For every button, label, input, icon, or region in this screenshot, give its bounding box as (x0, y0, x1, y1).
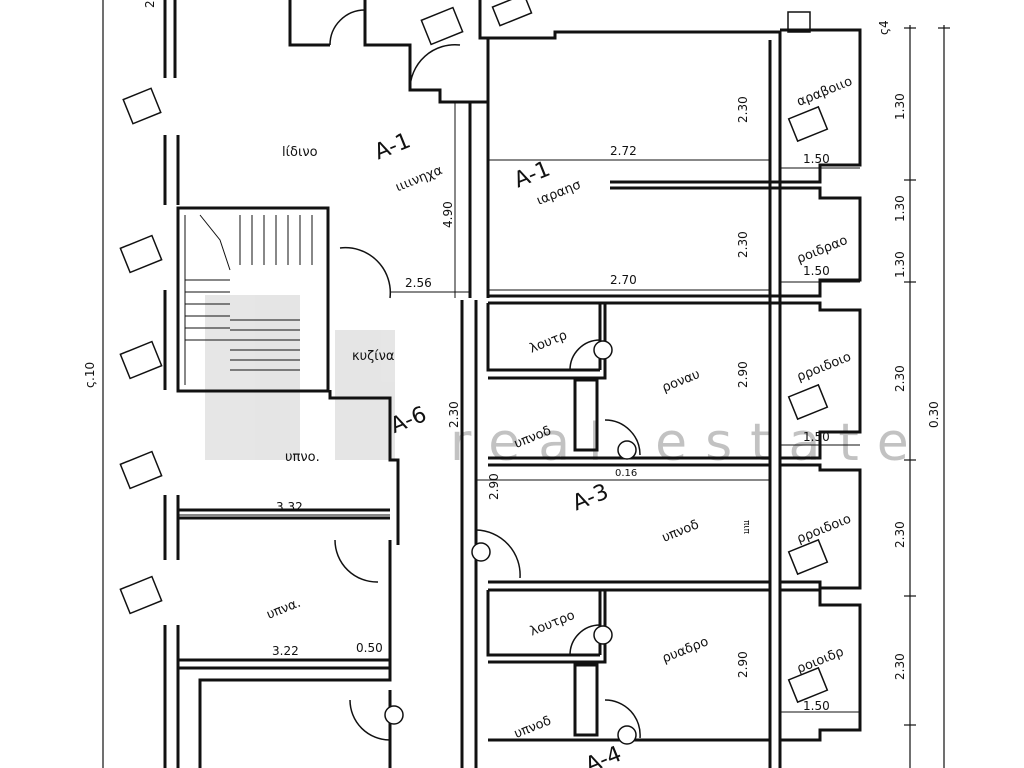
dim-150b: 1.50 (803, 264, 830, 278)
room-name-ypna: υπνα. (265, 596, 303, 623)
room-name-balcony1: αραβοιιο (795, 74, 855, 110)
dim-490: 4.90 (441, 201, 455, 228)
column-block (787, 11, 811, 33)
dim-270: 2.70 (610, 273, 637, 287)
room-name-ypnos-left: υπνο. (285, 450, 320, 465)
dim-150a: 1.50 (803, 152, 830, 166)
room-name-bath: λουτρο (528, 608, 577, 640)
right-dim-lines (904, 25, 950, 768)
dim-rc4: ς4 (877, 20, 891, 35)
room-code-a1-left: A-1 (371, 128, 414, 165)
dim-256: 2.56 (405, 276, 432, 290)
dim-150c: 1.50 (803, 430, 830, 444)
room-code-a1-right: A-1 (511, 157, 554, 194)
walls (163, 0, 862, 768)
dim-290a: 2.90 (736, 361, 750, 388)
radiator-icons (119, 0, 829, 704)
dim-r030: 0.30 (927, 401, 941, 428)
dim-230b: 2.30 (736, 231, 750, 258)
drain-icons (384, 340, 637, 745)
dim-322: 3.22 (272, 644, 299, 658)
room-name-bedroom5: υπνοδ (512, 713, 553, 741)
room-name-pillar: πιπ (741, 520, 751, 534)
dimension-labels: 2.72 2.70 2.56 4.90 2.30 2.30 2.90 2.90 … (83, 0, 941, 713)
dim-top2: 2 (143, 0, 157, 8)
dim-r230c: 2.30 (893, 653, 907, 680)
dim-230a: 2.30 (736, 96, 750, 123)
room-name-kitchen: κυζίνα (352, 349, 395, 364)
room-code-a4: A-4 (582, 742, 625, 768)
room-name-bedroom1: ροναυ (660, 367, 702, 396)
doors (329, 9, 641, 741)
room-name-bedroom4: ρυαδρο (660, 634, 711, 666)
watermark-text: real estate (450, 413, 927, 473)
dim-r130c: 1.30 (893, 251, 907, 278)
room-name-balcony4: ρροιδοιο (795, 512, 854, 547)
dim-290b: 2.90 (736, 651, 750, 678)
dim-r130b: 1.30 (893, 195, 907, 222)
room-name-lounge: λουτρ (527, 328, 569, 357)
dim-230c: 2.30 (447, 401, 461, 428)
dim-150d: 1.50 (803, 699, 830, 713)
dimension-lines (178, 102, 860, 713)
room-name-balcony2: ροιδραο (795, 233, 850, 267)
dim-r230a: 2.30 (893, 365, 907, 392)
dim-left610: ς.10 (83, 362, 97, 388)
dim-272: 2.72 (610, 144, 637, 158)
dim-290c: 2.90 (487, 473, 501, 500)
room-name-balcony3: ρροιδοιο (795, 350, 854, 385)
room-sub-a1: ιιιινηχα (393, 163, 444, 195)
room-code-a3: A-3 (569, 480, 612, 517)
dim-016: 0.16 (615, 468, 637, 479)
dim-r130a: 1.30 (893, 93, 907, 120)
watermark-logo: real estate (205, 295, 927, 473)
dim-050: 0.50 (356, 641, 383, 655)
dim-332: 3.32 (276, 500, 303, 514)
dim-r230b: 2.30 (893, 521, 907, 548)
staircase (184, 214, 313, 385)
room-name-livingroom: lίδινο (282, 145, 318, 160)
room-name-bedroom3: υπνοδ (660, 517, 701, 545)
